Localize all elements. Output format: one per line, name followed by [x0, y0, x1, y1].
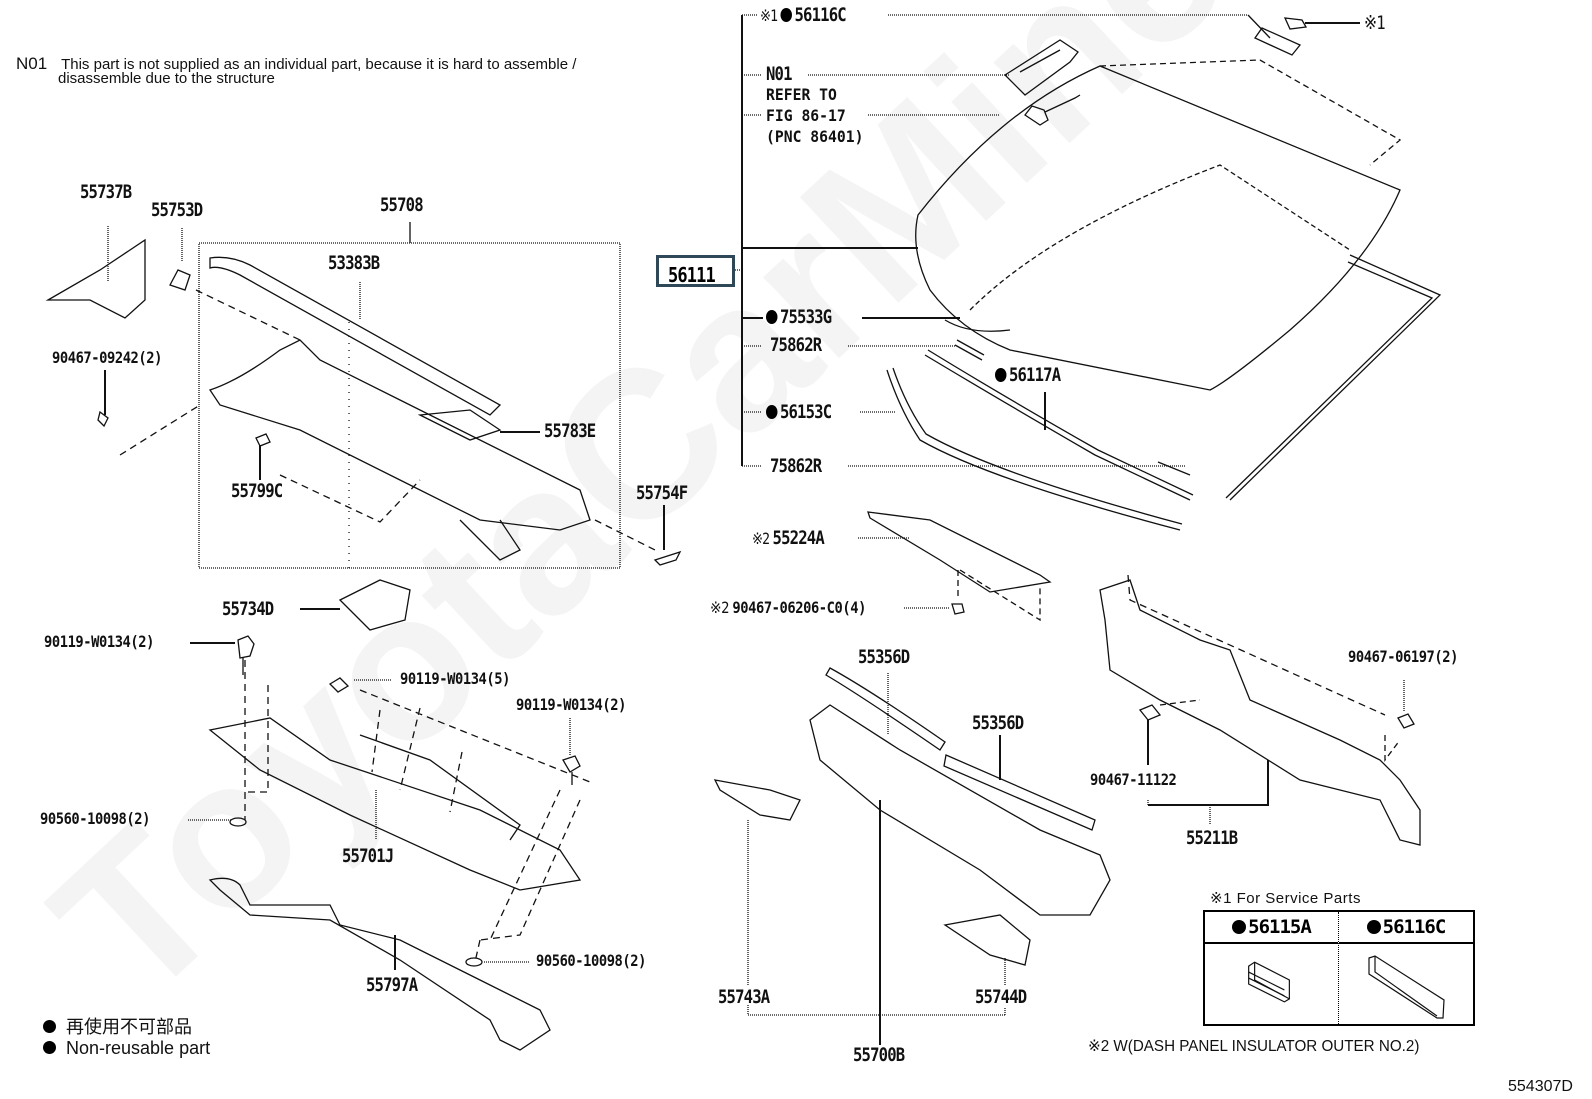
service-part-header: 56116C [1339, 912, 1473, 944]
part-label-55754f[interactable]: 55754F [636, 482, 688, 504]
part-number: 56116C [794, 4, 846, 26]
clip-illustration [1248, 961, 1290, 1003]
part-label-56153c[interactable]: 56153C [766, 401, 832, 423]
non-reusable-dot-icon [43, 1041, 56, 1054]
insulator-mark: ※2 [710, 598, 729, 617]
part-label-55797a[interactable]: 55797A [366, 974, 418, 996]
part-number: 56153C [779, 401, 832, 423]
part-label-55700b[interactable]: 55700B [853, 1044, 905, 1066]
refer-text[interactable]: REFER TO FIG 86-17 (PNC 86401) [766, 85, 864, 146]
part-label-55734d[interactable]: 55734D [222, 598, 274, 620]
windshield-glass [915, 59, 1442, 501]
note-code: N01 [16, 54, 48, 73]
part-label-55356d-a[interactable]: 55356D [858, 646, 910, 668]
part-label-55753d[interactable]: 55753D [151, 199, 203, 221]
part-number: 56116C [1382, 916, 1447, 938]
legend-text: Non-reusable part [66, 1038, 211, 1058]
part-label-55743a[interactable]: 55743A [718, 986, 770, 1008]
footnote-2: ※2 W(DASH PANEL INSULATOR OUTER NO.2) [1088, 1038, 1420, 1055]
dash-panel [1099, 574, 1421, 846]
cowl-group-box [104, 222, 665, 610]
legend-item-en: Non-reusable part [43, 1038, 210, 1059]
part-label-55744d[interactable]: 55744D [975, 986, 1027, 1008]
part-label-55737b[interactable]: 55737B [80, 181, 132, 203]
leader-tree-56111 [735, 14, 1360, 467]
wiper-link [188, 635, 591, 1051]
part-label-56117a[interactable]: 56117A [995, 364, 1061, 386]
note-n01: N01 This part is not supplied as an indi… [16, 54, 577, 87]
part-label-55799c[interactable]: 55799C [231, 480, 283, 502]
part-label-90119-w0134-2b[interactable]: 90119-W0134(2) [516, 695, 626, 714]
service-part-56116c[interactable]: 56116C [1339, 912, 1473, 1024]
part-label-90119-w0134-5[interactable]: 90119-W0134(5) [400, 669, 510, 688]
part-label-55211b[interactable]: 55211B [1186, 827, 1238, 849]
part-label-55356d-b[interactable]: 55356D [972, 712, 1024, 734]
service-parts-table: 56115A 56116C [1203, 910, 1475, 1026]
mouldings [886, 319, 1194, 531]
part-number: 90467-06206-C0(4) [732, 598, 866, 617]
cowl-panel [45, 238, 682, 631]
clip-56116c-top [1254, 17, 1308, 56]
service-mark-right: ※1 [1364, 12, 1386, 34]
part-label-55701j[interactable]: 55701J [342, 845, 394, 867]
insulator-mark: ※2 [752, 529, 770, 548]
non-reusable-dot-icon [780, 8, 793, 22]
highlighted-part-56111[interactable]: 56111 [656, 255, 735, 287]
non-reusable-dot-icon [766, 310, 778, 324]
part-label-90467-09242[interactable]: 90467-09242(2) [52, 348, 162, 367]
legend-text: 再使用不可部品 [66, 1017, 192, 1037]
part-label-90560-10098-b[interactable]: 90560-10098(2) [536, 951, 646, 970]
note-line2: disassemble due to the structure [58, 70, 275, 87]
part-label-90560-10098-a[interactable]: 90560-10098(2) [40, 809, 150, 828]
part-number: 56117A [1008, 364, 1061, 386]
part-label-56116c[interactable]: ※1 56116C [760, 4, 847, 26]
part-number: 56115A [1248, 916, 1312, 938]
sensor-bracket [1003, 39, 1081, 126]
part-number: 55224A [772, 527, 825, 549]
cowl-top [713, 667, 1111, 1045]
figure-number: 554307D [1508, 1078, 1573, 1095]
note-line1: This part is not supplied as an individu… [61, 56, 577, 73]
part-label-55783e[interactable]: 55783E [544, 420, 596, 442]
part-label-n01[interactable]: N01 [766, 63, 793, 85]
part-label-90467-11122[interactable]: 90467-11122 [1090, 770, 1177, 789]
non-reusable-dot-icon [1232, 920, 1247, 934]
part-label-75533g[interactable]: 75533G [766, 306, 832, 328]
non-reusable-dot-icon [43, 1020, 56, 1033]
non-reusable-dot-icon [1366, 920, 1381, 934]
legend-item-jp: 再使用不可部品 [43, 1013, 192, 1039]
non-reusable-dot-icon [766, 405, 778, 419]
part-label-75862r-lower[interactable]: 75862R [770, 455, 822, 477]
part-label-55708[interactable]: 55708 [380, 194, 424, 216]
part-label-75862r[interactable]: 75862R [770, 334, 822, 356]
service-mark: ※1 [760, 6, 778, 25]
part-label-90119-w0134-2a[interactable]: 90119-W0134(2) [44, 632, 154, 651]
highlighted-part-number: 56111 [668, 263, 716, 287]
service-part-56115a[interactable]: 56115A [1205, 912, 1339, 1024]
part-label-53383b[interactable]: 53383B [328, 252, 380, 274]
insulator-55224a [858, 511, 1052, 622]
part-label-90467-06197[interactable]: 90467-06197(2) [1348, 647, 1458, 666]
service-part-header: 56115A [1205, 912, 1338, 944]
pad-illustration [1368, 955, 1445, 1019]
service-parts-title: ※1 For Service Parts [1210, 890, 1361, 907]
part-number: 75533G [779, 306, 832, 328]
non-reusable-dot-icon [995, 368, 1007, 382]
